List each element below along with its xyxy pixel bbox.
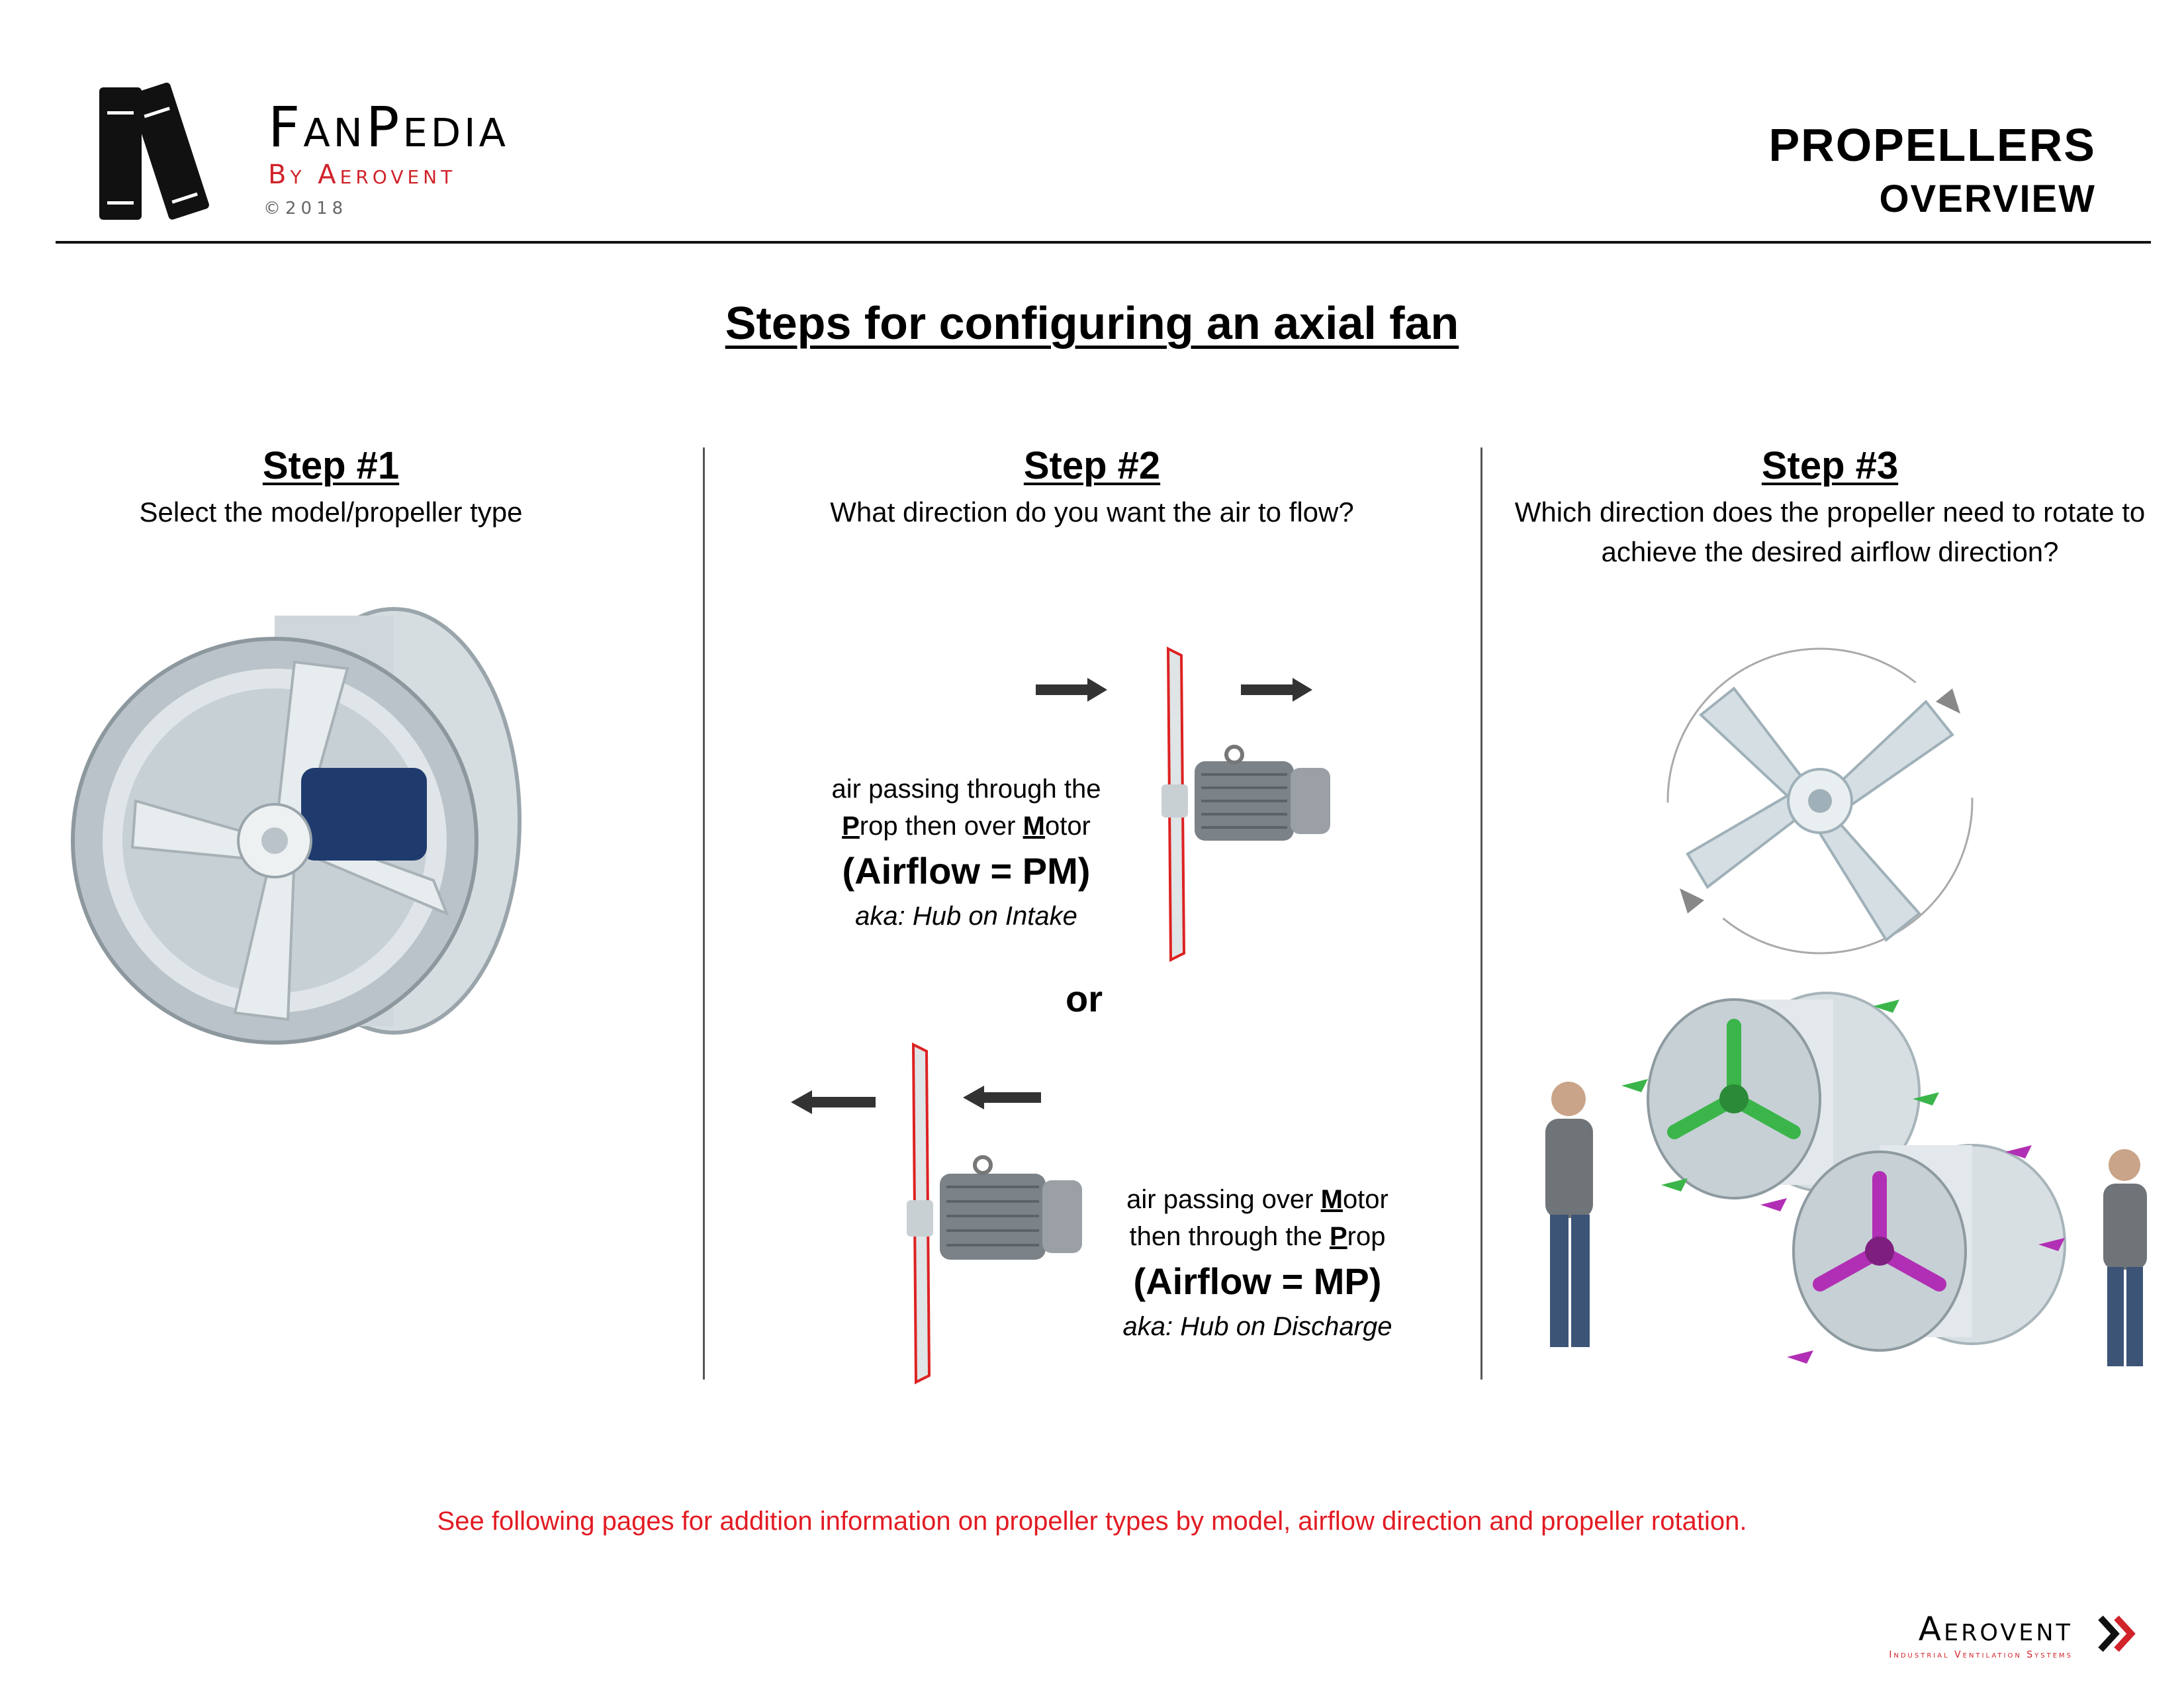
logo-title: FanPedia [268,95,509,160]
step-description: Which direction does the propeller need … [1514,496,2146,567]
step-heading: Step #1 [262,444,400,487]
books-logo-icon [99,82,209,220]
page-title: Steps for configuring an axial fan [725,297,1459,349]
step-description: What direction do you want the air to fl… [830,496,1354,528]
fan-rotation-examples-illustration [1545,992,2147,1366]
footer-note: See following pages for addition informa… [437,1507,1747,1536]
airflow-mp-caption: air passing over Motor then through the … [1072,1181,1443,1345]
arrow-left-icon [791,1090,876,1114]
arrow-right-icon [1241,678,1312,702]
brand-tagline: Industrial Ventilation Systems [1889,1650,2073,1660]
caption-line: air passing over Motor [1126,1185,1388,1214]
or-separator: or [1066,978,1103,1019]
step-1: Step #1 Select the model/propeller type [66,445,596,532]
chevron-right-icon [2098,1615,2136,1652]
propeller-rotation-illustration [1666,647,1974,955]
person-figure [1545,1082,1593,1347]
step-heading: Step #3 [1761,444,1899,487]
step-description: Select the model/propeller type [139,496,523,528]
prop-motor-illustration [907,1042,1082,1385]
airflow-pm-caption: air passing through the Prop then over M… [781,771,1152,935]
step-2: Step #2 What direction do you want the a… [705,445,1479,532]
column-divider [703,447,705,1380]
copyright: ©2018 [263,199,348,218]
caption-line: then through the Prop [1129,1222,1386,1251]
brand-logo: Aerovent Industrial Ventilation Systems [1889,1613,2119,1660]
airflow-mp-aka: aka: Hub on Discharge [1122,1312,1392,1341]
rotation-arrow-icon [1936,688,1960,714]
arrow-left-icon [963,1086,1041,1109]
logo-subtitle: By Aerovent [268,160,457,190]
step-3: Step #3 Which direction does the propell… [1482,445,2177,572]
airflow-pm-formula: (Airflow = PM) [842,850,1091,892]
brand-name: Aerovent [1918,1610,2073,1648]
airflow-pm-aka: aka: Hub on Intake [855,902,1077,931]
column-divider [1480,447,1482,1380]
arrow-right-icon [1036,678,1107,702]
prop-motor-illustration [1161,646,1330,962]
section-title: PROPELLERS [1768,119,2096,171]
rotation-arrow-icon [1680,888,1704,914]
person-figure [2103,1149,2147,1366]
header-divider [56,241,2151,244]
caption-line: air passing through the [831,774,1101,804]
section-subtitle: OVERVIEW [1879,177,2096,220]
airflow-mp-formula: (Airflow = MP) [1133,1260,1382,1302]
axial-fan-illustration [71,607,522,1045]
caption-line: Prop then over Motor [842,812,1091,841]
step-heading: Step #2 [1023,444,1161,487]
